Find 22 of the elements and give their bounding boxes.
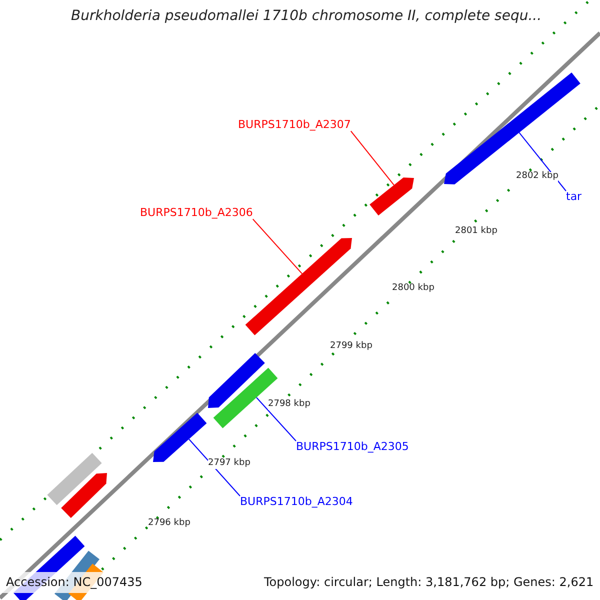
leader-line [350, 130, 394, 186]
scale-label: 2800 kbp [392, 284, 434, 294]
gene-label: BURPS1710b_A2307 [238, 119, 351, 132]
gene-label: tar [566, 191, 582, 204]
scale-label: 2798 kbp [268, 400, 310, 410]
scale-label: 2797 kbp [208, 459, 250, 469]
scale-label: 2796 kbp [148, 519, 190, 529]
leader-line [518, 132, 566, 192]
gene-feature [245, 238, 352, 336]
title: Burkholderia pseudomallei 1710b chromosome II, complete sequ... [71, 9, 542, 24]
scale-label: 2802 kbp [516, 172, 558, 182]
scale-label: 2801 kbp [455, 227, 498, 237]
gene-feature [153, 412, 207, 462]
gene-feature [444, 72, 580, 184]
scale-label: 2799 kbp [330, 342, 372, 352]
leader-line [256, 397, 296, 442]
gene-label: BURPS1710b_A2305 [296, 441, 409, 454]
gene-feature [370, 178, 414, 216]
leader-line [252, 218, 303, 274]
leader-line [188, 438, 240, 496]
gene-label: BURPS1710b_A2304 [240, 496, 353, 508]
gene-label: BURPS1710b_A2306 [140, 207, 253, 220]
